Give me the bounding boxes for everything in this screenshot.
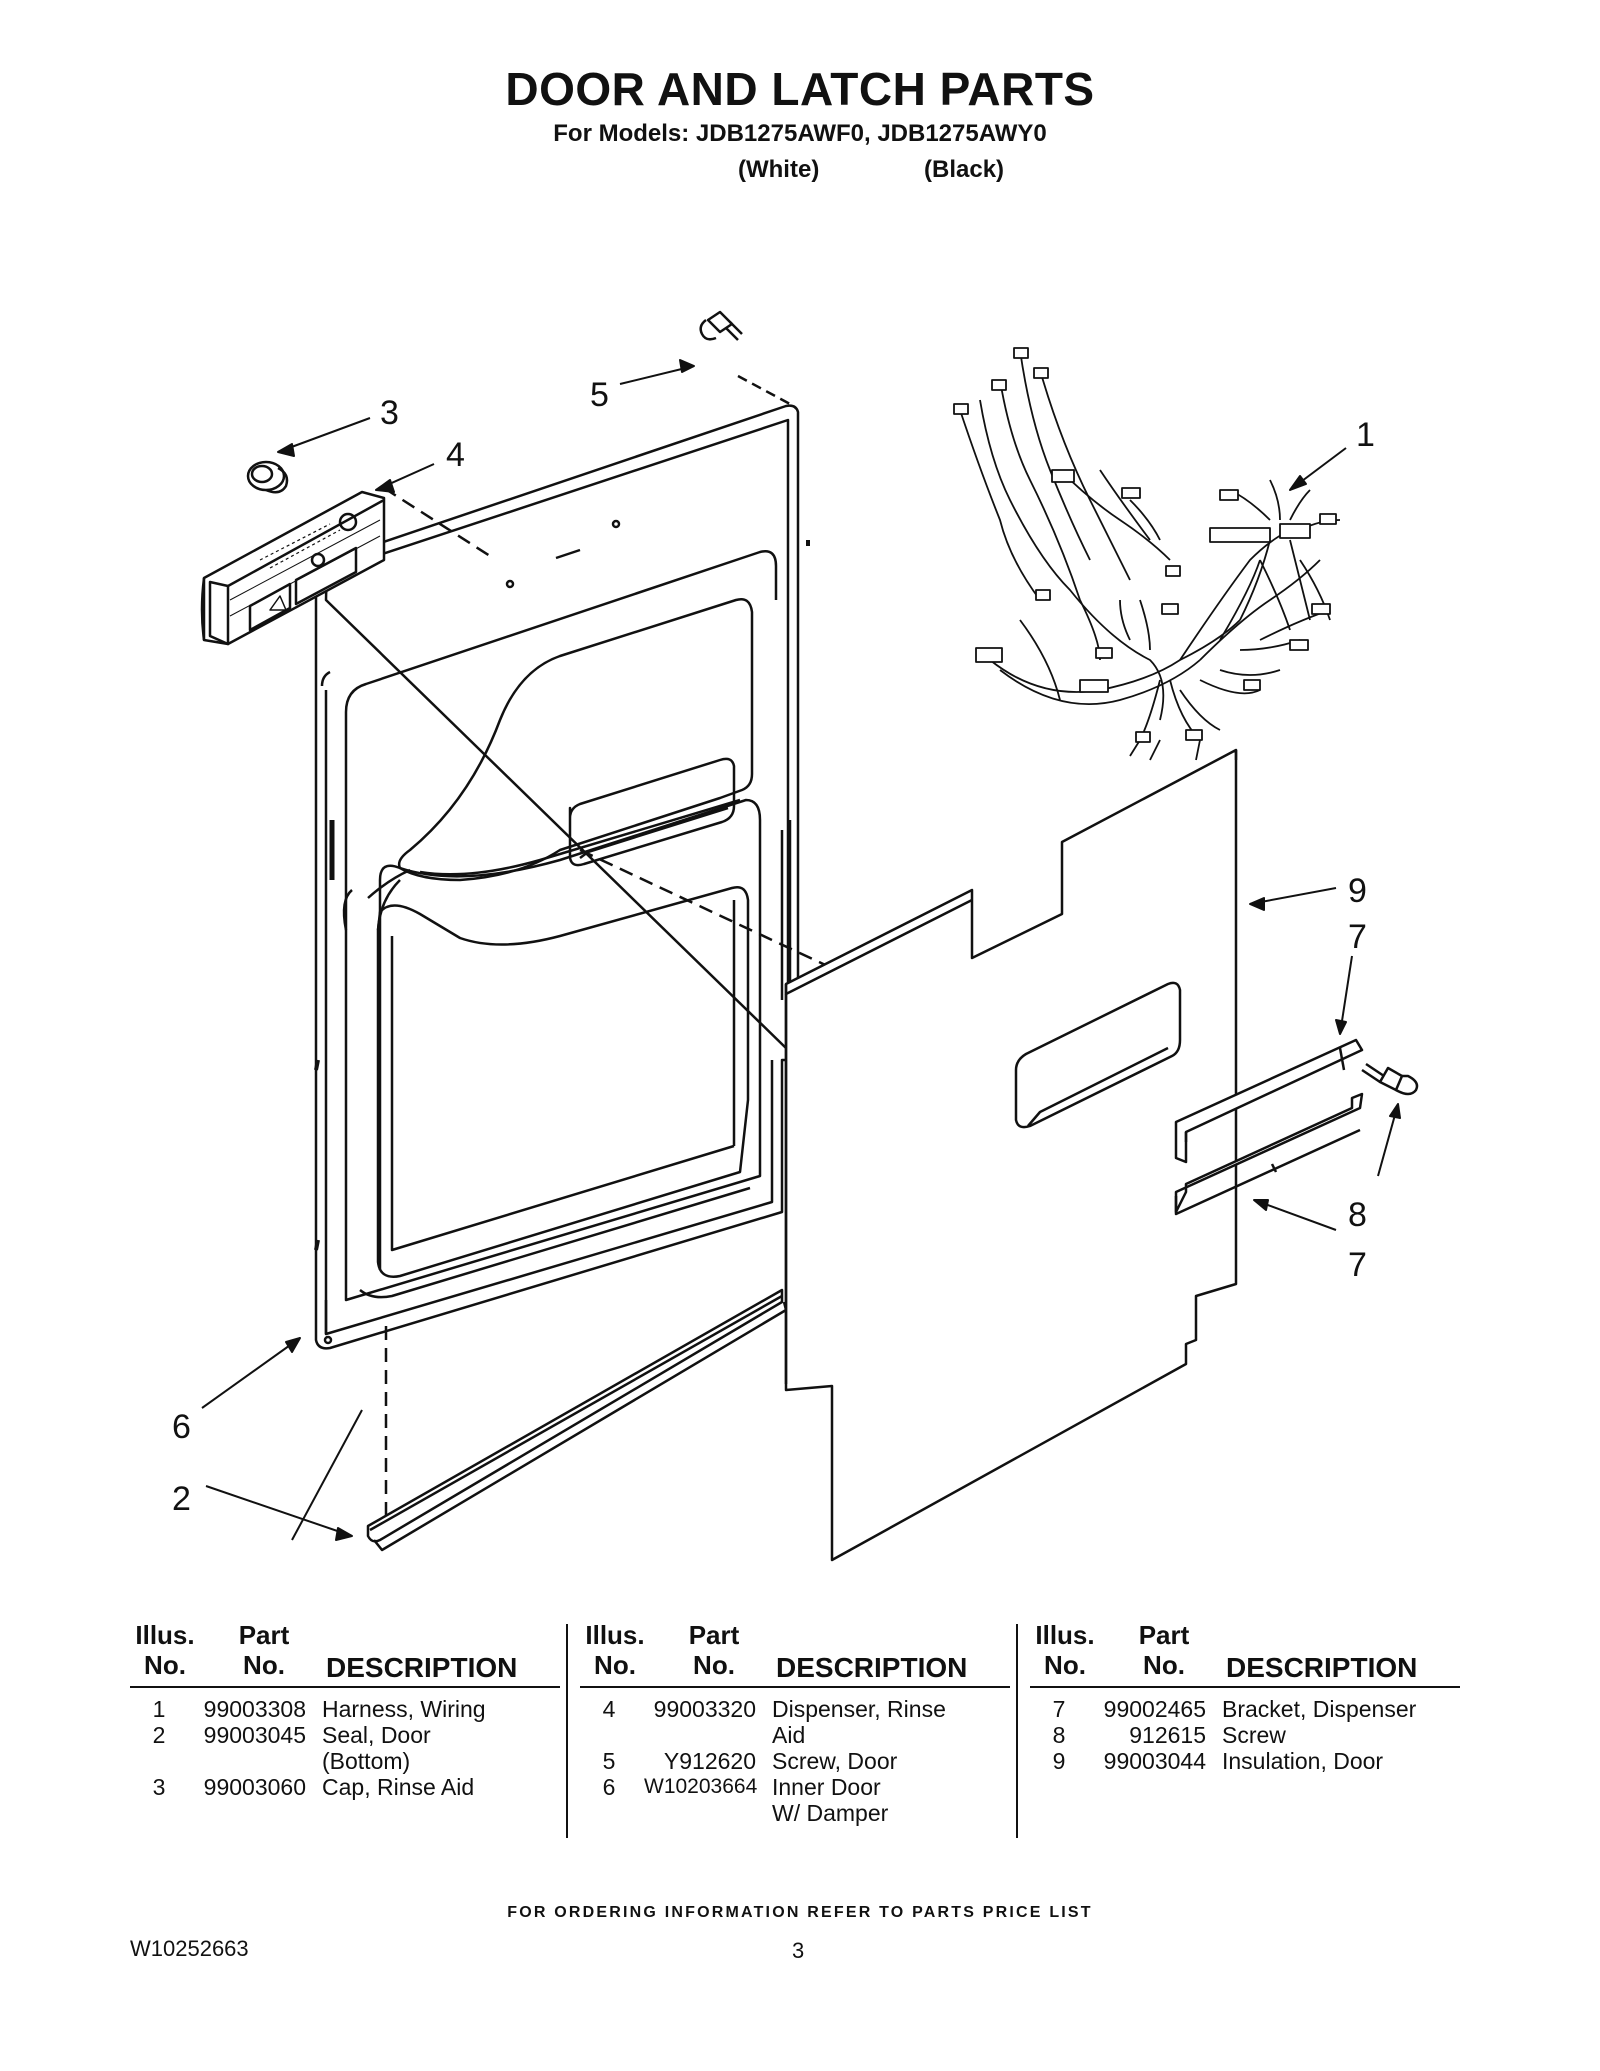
model-list: For Models: JDB1275AWF0, JDB1275AWY0	[553, 120, 1047, 147]
part-illus-no: 4	[602, 1696, 616, 1722]
part-number: W10203664	[644, 1775, 758, 1798]
parts-rows-1: 1 99003308 Harness, Wiring 2 99003045 Seal, …	[130, 1696, 570, 1800]
part-illus-no: 1	[152, 1696, 166, 1722]
part-description: Screw	[1222, 1722, 1286, 1748]
callout-1: 1	[1356, 416, 1375, 454]
parts-column-3: Illus. No. Part No. DESCRIPTION 7 9900246…	[1030, 1620, 1470, 1840]
header-part-line2: No.	[243, 1650, 285, 1680]
header-illus-line1: Illus.	[135, 1620, 195, 1650]
column-divider-2	[1016, 1624, 1018, 1838]
part-description: Dispenser, Rinse Aid	[772, 1696, 946, 1748]
callout-7-lower: 7	[1348, 1246, 1367, 1284]
part-illus-no: 3	[152, 1774, 166, 1800]
header-description: DESCRIPTION	[776, 1652, 968, 1683]
part-row: 5 Y912620 Screw, Door	[580, 1748, 1020, 1774]
parts-column-1: Illus. No. Part No. DESCRIPTION 1 9900330…	[130, 1620, 570, 1840]
page-title: DOOR AND LATCH PARTS	[505, 63, 1095, 115]
callout-7-upper: 7	[1348, 918, 1367, 956]
header-rule	[130, 1686, 560, 1688]
header-part-line1: Part	[688, 1620, 740, 1650]
door-seal-bottom	[366, 1288, 788, 1552]
parts-column-2: Illus. No. Part No. DESCRIPTION 4 9900332…	[580, 1620, 1020, 1840]
door-insulation	[784, 748, 1238, 1562]
part-number: 99003045	[203, 1722, 306, 1748]
part-illus-no: 5	[602, 1748, 616, 1774]
parts-rows-2: 4 99003320 Dispenser, Rinse Aid 5 Y912620 Sc…	[580, 1696, 1020, 1826]
header-illus-no: Illus. No.	[130, 1620, 200, 1680]
part-row: 4 99003320 Dispenser, Rinse Aid	[580, 1696, 1020, 1748]
part-row: 9 99003044 Insulation, Door	[1030, 1748, 1470, 1774]
part-row: 8 912615 Screw	[1030, 1722, 1470, 1748]
part-number: Y912620	[663, 1748, 756, 1774]
callout-3: 3	[380, 394, 399, 432]
header-illus-line1: Illus.	[1035, 1620, 1095, 1650]
part-row: 6 W10203664 Inner Door W/ Damper	[580, 1774, 1020, 1826]
dispenser-bracket-lower	[1174, 1092, 1364, 1216]
part-description: Inner Door W/ Damper	[772, 1774, 889, 1826]
header-description: DESCRIPTION	[326, 1652, 518, 1683]
callout-4: 4	[446, 436, 465, 474]
part-row: 7 99002465 Bracket, Dispenser	[1030, 1696, 1470, 1722]
part-number: 99003308	[203, 1696, 306, 1722]
part-row: 1 99003308 Harness, Wiring	[130, 1696, 570, 1722]
header-part-line1: Part	[1138, 1620, 1190, 1650]
header-illus-no: Illus. No.	[580, 1620, 650, 1680]
part-description: Insulation, Door	[1222, 1748, 1384, 1774]
header-illus-no: Illus. No.	[1030, 1620, 1100, 1680]
part-number: 99003320	[653, 1696, 756, 1722]
header-rule	[580, 1686, 1010, 1688]
callout-2: 2	[172, 1480, 191, 1518]
header-part-no: Part No.	[222, 1620, 306, 1680]
header-description: DESCRIPTION	[1226, 1652, 1418, 1683]
header-illus-line1: Illus.	[585, 1620, 645, 1650]
dispenser-bracket-upper	[1174, 1038, 1364, 1164]
part-description: Cap, Rinse Aid	[322, 1774, 475, 1800]
header-illus-line2: No.	[1044, 1650, 1086, 1680]
screw-5	[699, 310, 743, 341]
wiring-harness	[953, 347, 1341, 761]
part-description: Screw, Door	[772, 1748, 898, 1774]
part-description: Harness, Wiring	[322, 1696, 486, 1722]
part-number: 912615	[1129, 1722, 1206, 1748]
part-illus-no: 9	[1052, 1748, 1066, 1774]
document-number: W10252663	[130, 1936, 249, 1961]
part-number: 99002465	[1103, 1696, 1206, 1722]
page-number: 3	[792, 1938, 805, 1963]
header-part-no: Part No.	[1122, 1620, 1206, 1680]
column-divider-1	[566, 1624, 568, 1838]
screw-8	[1361, 1062, 1419, 1096]
part-illus-no: 6	[602, 1774, 616, 1800]
model-color-black: (Black)	[924, 156, 1005, 183]
header-illus-line2: No.	[594, 1650, 636, 1680]
rinse-aid-cap	[246, 460, 289, 494]
part-description: Seal, Door (Bottom)	[322, 1722, 431, 1774]
callout-5: 5	[590, 376, 609, 414]
part-number: 99003044	[1103, 1748, 1206, 1774]
parts-rows-3: 7 99002465 Bracket, Dispenser 8 912615 Screw…	[1030, 1696, 1470, 1774]
part-illus-no: 8	[1052, 1722, 1066, 1748]
part-row: 3 99003060 Cap, Rinse Aid	[130, 1774, 570, 1800]
header-part-line2: No.	[693, 1650, 735, 1680]
header-illus-line2: No.	[144, 1650, 186, 1680]
callout-9: 9	[1348, 872, 1367, 910]
ordering-note: FOR ORDERING INFORMATION REFER TO PARTS …	[507, 1904, 1093, 1921]
header-part-line1: Part	[238, 1620, 290, 1650]
inner-door-frame	[314, 404, 810, 1350]
part-number: 99003060	[203, 1774, 306, 1800]
part-illus-no: 7	[1052, 1696, 1066, 1722]
callout-6: 6	[172, 1408, 191, 1446]
header-part-line2: No.	[1143, 1650, 1185, 1680]
header-rule	[1030, 1686, 1460, 1688]
part-row: 2 99003045 Seal, Door (Bottom)	[130, 1722, 570, 1774]
rinse-aid-dispenser	[200, 490, 386, 646]
callout-leaders	[201, 359, 1401, 1541]
exploded-parts-diagram: 1 2 3 4 5 6 7 7 8 9	[172, 310, 1419, 1562]
model-color-white: (White)	[738, 156, 820, 183]
part-description: Bracket, Dispenser	[1222, 1696, 1417, 1722]
callout-8: 8	[1348, 1196, 1367, 1234]
header-part-no: Part No.	[672, 1620, 756, 1680]
part-illus-no: 2	[152, 1722, 166, 1748]
